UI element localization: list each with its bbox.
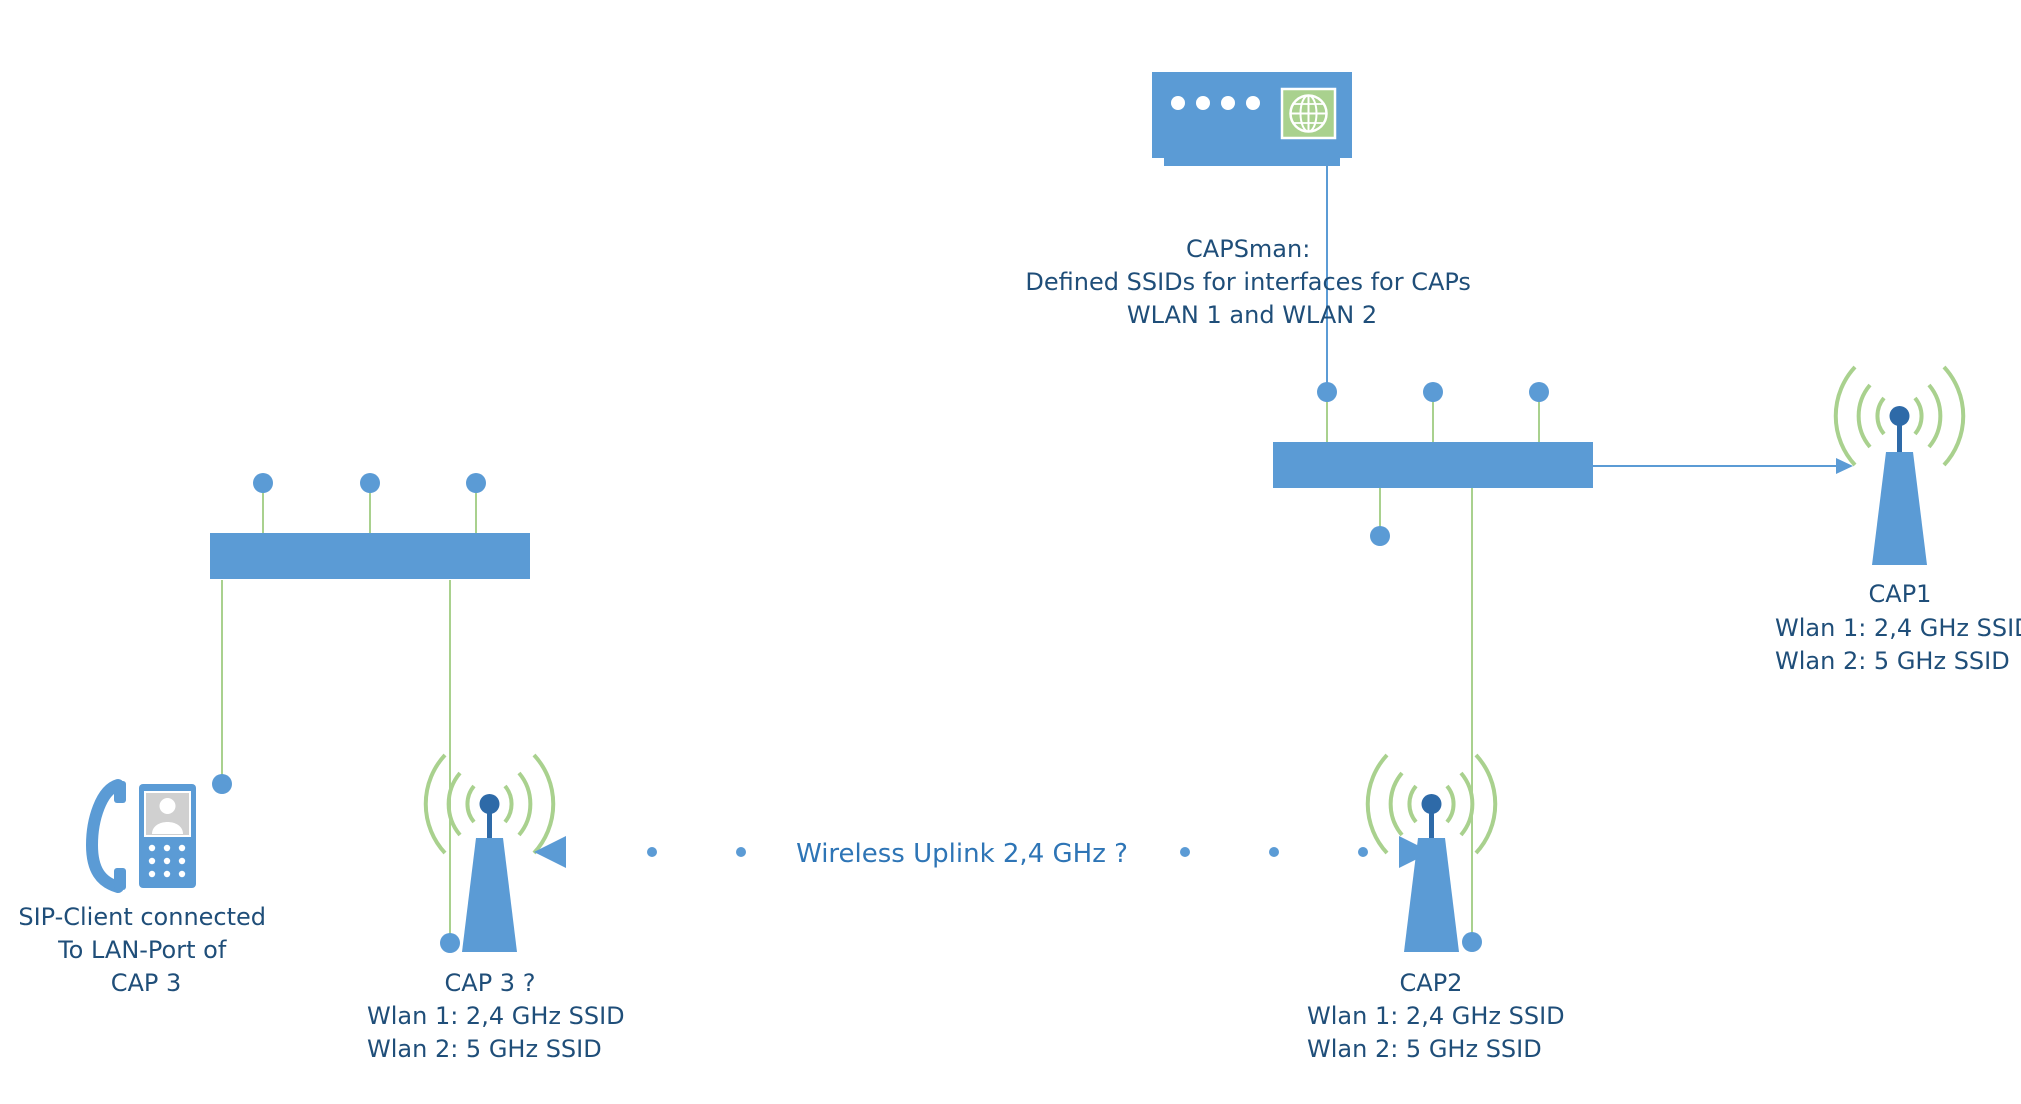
- cap3-label: CAP 3 ?: [445, 969, 536, 997]
- cap2-label: CAP2: [1400, 969, 1463, 997]
- phone-contact-icon: [85, 779, 196, 893]
- switch-body: [1273, 442, 1593, 488]
- wireless-uplink: Wireless Uplink 2,4 GHz ?: [534, 836, 1431, 869]
- uplink-arrow-left-icon: [534, 836, 566, 868]
- router-led-icon: [1221, 96, 1235, 110]
- cap1-label-line: Wlan 2: 5 GHz SSID: [1775, 647, 2010, 675]
- cap2-port-icon: [1462, 932, 1482, 952]
- sip-client-label: SIP-Client connected To LAN-Port of CAP …: [18, 903, 273, 997]
- cap1-wlan-label: Wlan 1: 2,4 GHz SSID Wlan 2: 5 GHz SSID: [1775, 614, 2021, 675]
- cap2-antenna[interactable]: [1365, 753, 1498, 952]
- sip-port-icon: [212, 774, 232, 794]
- cap1-label: CAP1: [1869, 580, 1932, 608]
- router-led-icon: [1196, 96, 1210, 110]
- switch-port-icon: [1370, 526, 1390, 546]
- router-base: [1164, 158, 1340, 166]
- cap2-label-line: CAP2: [1400, 969, 1463, 997]
- cap3-antenna[interactable]: [423, 753, 556, 952]
- capsman-label-line: CAPSman:: [1186, 235, 1310, 263]
- cap3-label-line: Wlan 2: 5 GHz SSID: [367, 1035, 602, 1063]
- uplink-dot: [1269, 847, 1279, 857]
- antenna-icon: [1833, 365, 1966, 565]
- uplink-dot: [736, 847, 746, 857]
- globe-icon: [1280, 87, 1337, 140]
- switch-port-icon: [1317, 382, 1337, 402]
- switch-port-icon: [360, 473, 380, 493]
- capsman-label: CAPSman: Defined SSIDs for interfaces fo…: [1025, 235, 1478, 329]
- cap3-label-line: CAP 3 ?: [445, 969, 536, 997]
- uplink-arrow-right-icon: [1399, 836, 1431, 868]
- switch-port-icon: [1423, 382, 1443, 402]
- uplink-dot: [647, 847, 657, 857]
- cap1-antenna[interactable]: [1833, 365, 1966, 565]
- cap3-label-line: Wlan 1: 2,4 GHz SSID: [367, 1002, 625, 1030]
- cap2-label-line: Wlan 2: 5 GHz SSID: [1307, 1035, 1542, 1063]
- cap1-label-line: CAP1: [1869, 580, 1932, 608]
- cap2-wlan-label: Wlan 1: 2,4 GHz SSID Wlan 2: 5 GHz SSID: [1307, 1002, 1572, 1063]
- cap2-label-line: Wlan 1: 2,4 GHz SSID: [1307, 1002, 1565, 1030]
- arrow-head-icon: [1836, 458, 1853, 474]
- uplink-dot: [1180, 847, 1190, 857]
- antenna-icon: [1365, 753, 1498, 952]
- sip-client[interactable]: [85, 779, 196, 893]
- antenna-icon: [423, 753, 556, 952]
- switch-body: [210, 533, 530, 579]
- right-switch[interactable]: [1273, 382, 1593, 546]
- switch-port-icon: [253, 473, 273, 493]
- sip-label-line: To LAN-Port of: [57, 936, 227, 964]
- switch-port-icon: [1529, 382, 1549, 402]
- capsman-label-line: Defined SSIDs for interfaces for CAPs: [1025, 268, 1471, 296]
- uplink-label: Wireless Uplink 2,4 GHz ?: [796, 839, 1128, 869]
- left-switch[interactable]: [210, 473, 530, 579]
- router-led-icon: [1246, 96, 1260, 110]
- sip-label-line: CAP 3: [111, 969, 182, 997]
- cap3-wlan-label: Wlan 1: 2,4 GHz SSID Wlan 2: 5 GHz SSID: [367, 1002, 632, 1063]
- cap1-label-line: Wlan 1: 2,4 GHz SSID: [1775, 614, 2021, 642]
- sip-label-line: SIP-Client connected: [18, 903, 266, 931]
- uplink-dot: [1358, 847, 1368, 857]
- router-led-icon: [1171, 96, 1185, 110]
- capsman-label-line: WLAN 1 and WLAN 2: [1127, 301, 1377, 329]
- switch-port-icon: [466, 473, 486, 493]
- cap3-port-icon: [440, 933, 460, 953]
- capsman-router[interactable]: [1152, 72, 1352, 166]
